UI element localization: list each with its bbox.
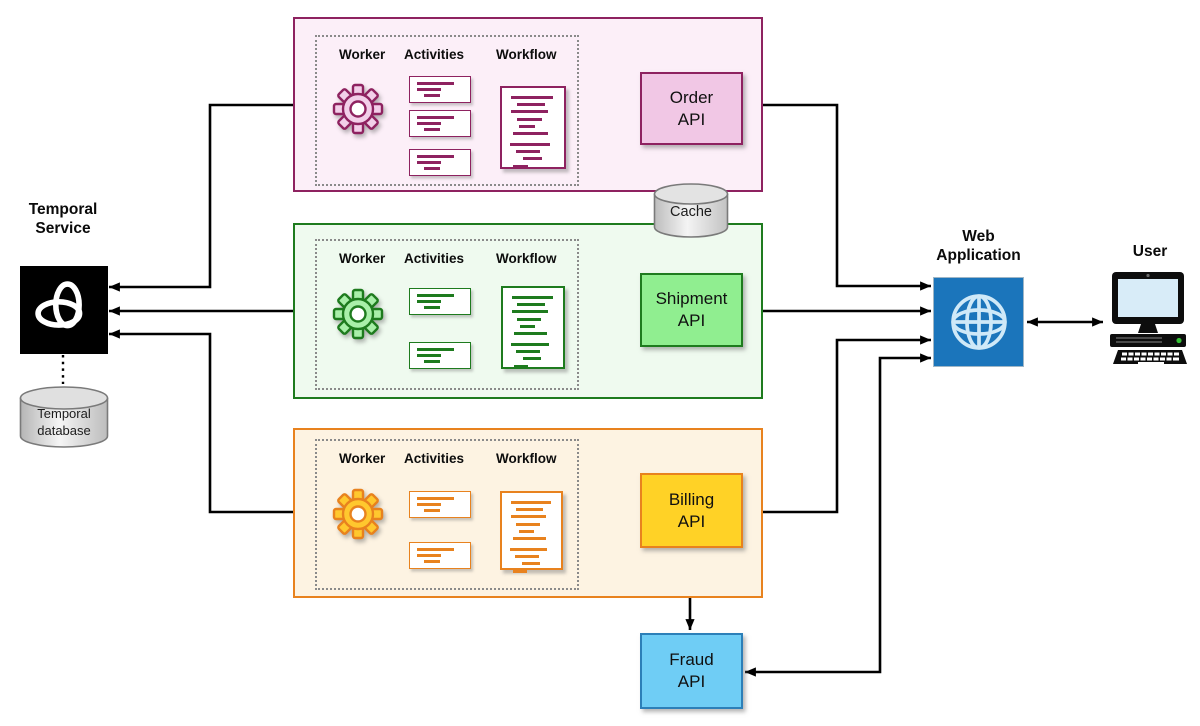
arrow-order-webapp [744, 100, 932, 291]
workflow-document [501, 286, 565, 369]
billing-worker-area: Worker Activities Workflow [315, 439, 579, 590]
activity-card [409, 76, 471, 103]
activity-card [409, 149, 471, 176]
gear-icon [332, 288, 384, 340]
arrow-temporal-billing [108, 329, 311, 517]
temporal-logo-icon [35, 281, 83, 329]
cache-cylinder-icon [653, 183, 729, 238]
web-application-label: Web Application [936, 228, 1021, 264]
order-service-group: Worker Activities Workflow [293, 17, 763, 192]
workflow-label: Workflow [496, 47, 557, 62]
globe-icon [950, 294, 1007, 350]
gear-icon [332, 83, 384, 135]
workflow-label: Workflow [496, 451, 557, 466]
activity-card [409, 542, 471, 569]
fraud-api-box: Fraud API [640, 633, 743, 709]
activities-label: Activities [404, 47, 465, 62]
worker-label: Worker [339, 47, 386, 62]
arrow-billing-webapp [744, 335, 932, 517]
activities-label: Activities [404, 251, 465, 266]
order-api-box: Order API [640, 72, 743, 145]
temporal-service-label: Temporal Service [28, 201, 98, 237]
temporal-database-cylinder-icon [19, 386, 109, 448]
activity-card [409, 110, 471, 137]
shipment-worker-area: Worker Activities Workflow [315, 239, 579, 390]
workflow-document [500, 491, 563, 573]
arrow-fraud-webapp [744, 353, 932, 677]
workflow-document [500, 86, 566, 169]
temporal-service-box [20, 266, 108, 354]
user-label: User [1132, 243, 1168, 260]
worker-label: Worker [339, 251, 386, 266]
order-worker-area: Worker Activities Workflow [315, 35, 579, 186]
worker-label: Worker [339, 451, 386, 466]
arrow-temporal-order [108, 100, 311, 292]
shipment-api-box: Shipment API [640, 273, 743, 347]
desktop-computer-icon [1110, 272, 1187, 365]
activity-card [409, 288, 471, 315]
workflow-label: Workflow [496, 251, 557, 266]
temporal-database-label: Temporal database [37, 406, 91, 438]
activity-card [409, 342, 471, 369]
web-application-box [933, 277, 1024, 367]
gear-icon [332, 488, 384, 540]
activities-label: Activities [404, 451, 465, 466]
activity-card [409, 491, 471, 518]
billing-api-box: Billing API [640, 473, 743, 548]
cache-label: Cache [670, 204, 712, 220]
